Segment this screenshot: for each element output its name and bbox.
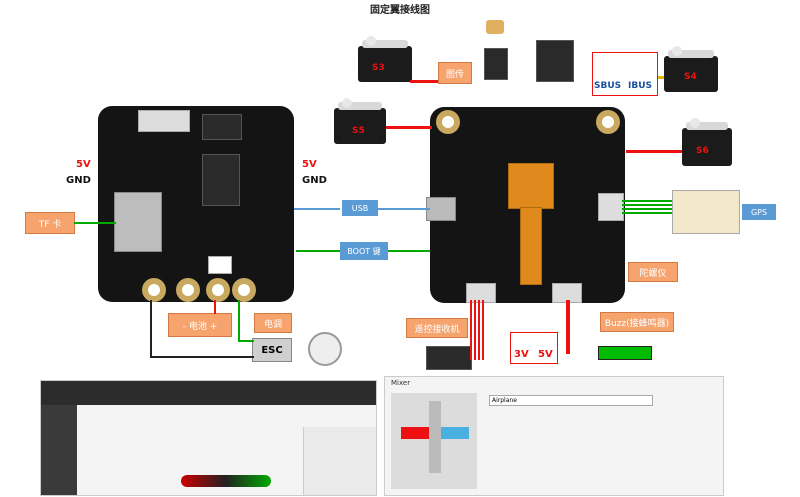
servo-s3 <box>358 36 412 82</box>
mount-hole-tl <box>436 110 460 134</box>
mixer-screen: Mixer Airplane <box>384 376 724 496</box>
label-gnd-left: GND <box>66 175 91 186</box>
header-pins <box>202 114 242 140</box>
inav-screen <box>40 380 377 496</box>
antenna-icon <box>486 20 504 34</box>
label-5v-right: 5V <box>302 159 317 170</box>
connector-bottom <box>208 256 232 274</box>
pad-1 <box>142 278 166 302</box>
esc-box: ESC <box>252 338 292 362</box>
sd-slot <box>114 192 162 252</box>
receiver-option-panel <box>592 52 658 96</box>
servo-s5 <box>334 98 386 144</box>
pad-3 <box>206 278 230 302</box>
wire-battery-bottom <box>150 356 254 358</box>
gyro-chip <box>508 163 554 209</box>
wire-gps <box>622 200 672 214</box>
right-wing <box>441 427 469 439</box>
label-gnd-right: GND <box>302 175 327 186</box>
servo-s4-label: S4 <box>684 72 697 82</box>
wire-battery-black <box>150 300 152 358</box>
wire-s6 <box>626 150 682 153</box>
receiver-label: 遥控接收机 <box>406 318 468 338</box>
wire-boot-board <box>388 250 430 252</box>
option-3v-panel <box>510 332 558 364</box>
wire-battery-red <box>214 300 216 314</box>
inav-sidebar <box>41 405 77 495</box>
pad-4 <box>232 278 256 302</box>
wire-esc-green <box>238 300 240 342</box>
inav-aircraft-model <box>181 475 271 487</box>
servo-s4 <box>664 46 718 92</box>
servo-s3-label: S3 <box>372 63 385 73</box>
flex-cable <box>520 207 542 285</box>
led-strip <box>598 346 652 360</box>
label-5v-left: 5V <box>76 159 91 170</box>
battery-label: - 电池 + <box>168 313 232 337</box>
usb-label: USB <box>342 200 378 216</box>
ibus-label: IBUS <box>628 81 652 91</box>
label-5v-option: 5V <box>538 349 553 360</box>
wire-receiver <box>470 300 486 360</box>
gps-module <box>672 190 740 234</box>
pad-2 <box>176 278 200 302</box>
wire-s5 <box>386 126 432 129</box>
servo-s6-label: S6 <box>696 146 709 156</box>
mount-hole-tr <box>596 110 620 134</box>
connector-top <box>138 110 190 132</box>
wire-tf <box>74 222 116 224</box>
receiver-module <box>426 346 472 370</box>
sbus-label: SBUS <box>594 81 622 91</box>
usb-port <box>426 197 456 221</box>
label-3v: 3V <box>514 349 529 360</box>
wire-s3 <box>410 80 444 83</box>
wire-usb <box>294 208 340 210</box>
boot-key-label: BOOT 键 <box>340 242 388 260</box>
diagram-title: 固定翼接线图 <box>370 5 430 16</box>
left-board <box>98 106 294 302</box>
left-wing <box>401 427 429 439</box>
wire-usb-board <box>378 208 430 210</box>
servo-s5-label: S5 <box>352 126 365 136</box>
buzzer-label: Buzz(接蜂鸣器) <box>600 312 674 332</box>
gyro-label: 陀螺仪 <box>628 262 678 282</box>
image-tx-label: 图传 <box>438 62 472 84</box>
right-board <box>426 107 625 303</box>
fpv-camera <box>536 40 574 82</box>
wire-boot <box>296 250 340 252</box>
mcu-chip <box>202 154 240 206</box>
motor-icon <box>308 332 342 366</box>
servo-s6 <box>682 118 732 166</box>
vtx-module <box>484 48 508 80</box>
mixer-title: Mixer <box>391 379 411 387</box>
mixer-preset-select[interactable]: Airplane <box>489 395 653 406</box>
aircraft-fuselage <box>429 401 441 473</box>
inav-header <box>41 381 376 405</box>
gps-label: GPS <box>742 204 776 220</box>
gps-connector <box>598 193 624 221</box>
tf-card-label: TF 卡 <box>25 212 75 234</box>
esc-label: 电调 <box>254 313 292 333</box>
wire-led <box>566 300 570 354</box>
wire-esc-link <box>238 340 254 342</box>
inav-right-panel <box>303 427 376 495</box>
